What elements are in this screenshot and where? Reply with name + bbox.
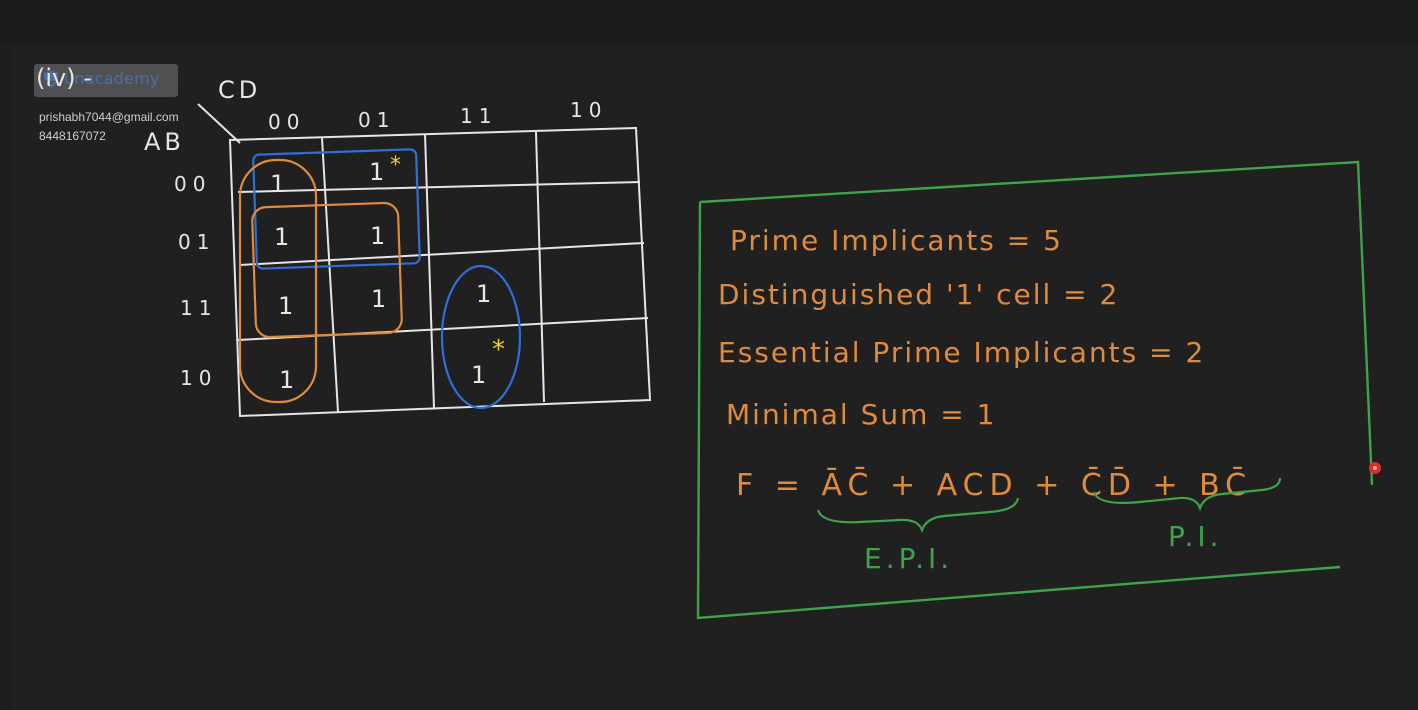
cell-r1-c0: 1	[274, 223, 289, 251]
pi-label: P.I.	[1168, 520, 1223, 553]
row-variable-label: AB	[144, 128, 185, 156]
col-header-00: 00	[268, 110, 305, 134]
distinguished-star-1: *	[390, 153, 401, 178]
blue-group-col-11	[440, 264, 522, 410]
cell-r1-c1: 1	[370, 222, 385, 250]
unacademy-logo-icon	[44, 71, 58, 88]
cell-r2-c0: 1	[278, 292, 293, 320]
prime-implicants-note: Prime Implicants = 5	[730, 224, 1063, 257]
epi-label: E.P.I.	[864, 542, 953, 575]
pi-brace	[1092, 477, 1282, 512]
epi-brace	[816, 497, 1020, 534]
row-header-00: 00	[174, 172, 211, 196]
essential-prime-implicants-note: Essential Prime Implicants = 2	[718, 336, 1205, 369]
green-notes-box	[696, 160, 1374, 620]
cell-r3-c2: 1	[471, 361, 486, 389]
col-header-10: 10	[570, 98, 607, 122]
whiteboard-canvas[interactable]	[12, 44, 1418, 710]
orange-group-col-00	[238, 158, 318, 404]
row-header-10: 10	[180, 366, 217, 390]
row-header-01: 01	[178, 230, 215, 254]
cell-r0-c1: 1	[369, 158, 384, 186]
kmap-corner-diagonal	[197, 103, 241, 144]
distinguished-star-2: *	[492, 335, 505, 365]
laser-pointer-core	[1373, 466, 1377, 470]
user-email: prishabh7044@gmail.com	[39, 110, 179, 124]
orange-group-middle-quad	[251, 201, 403, 339]
col-variable-label: CD	[218, 76, 261, 104]
watermark-text: unacademy	[64, 69, 160, 88]
user-phone: 8448167072	[39, 129, 106, 143]
cell-r2-c2: 1	[476, 280, 491, 308]
row-header-11: 11	[180, 296, 217, 320]
cell-r2-c1: 1	[371, 285, 386, 313]
watermark: unacademy	[34, 64, 178, 97]
cell-r3-c0: 1	[279, 366, 294, 394]
part-label: (iv) -	[36, 64, 92, 92]
distinguished-cells-note: Distinguished '1' cell = 2	[718, 278, 1119, 311]
function-expression: F = ĀC̄ + ACD + C̄D̄ + BC̄	[736, 467, 1252, 503]
cell-r0-c0: 1	[270, 170, 285, 198]
col-header-01: 01	[358, 108, 395, 132]
minimal-sum-note: Minimal Sum = 1	[726, 398, 996, 431]
col-header-11: 11	[460, 104, 497, 128]
top-band	[0, 0, 1418, 44]
